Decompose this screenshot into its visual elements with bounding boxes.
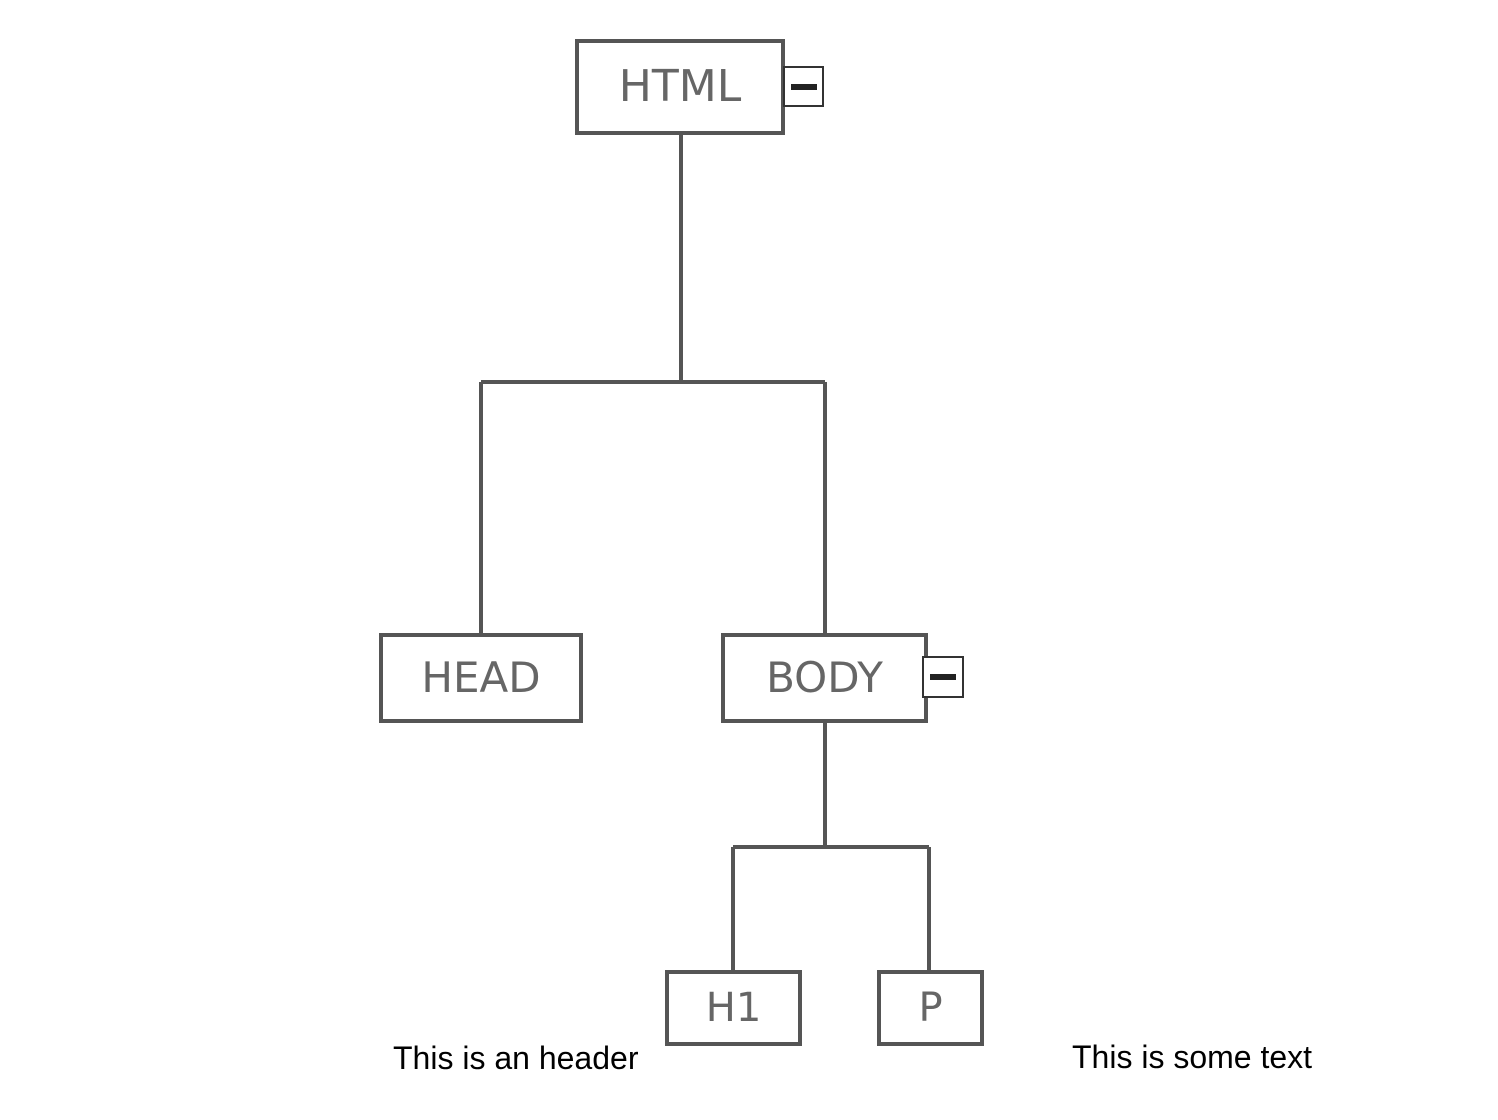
node-h1-label: H1 <box>705 985 762 1031</box>
node-p[interactable]: P <box>877 970 984 1046</box>
node-body[interactable]: BODY <box>721 633 928 723</box>
node-body-label: BODY <box>766 653 883 702</box>
minus-icon <box>790 83 817 90</box>
p-text-annotation: This is some text <box>1072 1039 1313 1075</box>
node-p-label: P <box>918 985 943 1031</box>
node-html[interactable]: HTML <box>575 39 785 135</box>
h1-text-annotation: This is an header <box>393 1040 639 1076</box>
collapse-body-toggle-icon[interactable] <box>922 656 964 698</box>
node-head[interactable]: HEAD <box>379 633 583 723</box>
node-head-label: HEAD <box>421 653 541 702</box>
minus-icon <box>930 674 956 680</box>
node-html-label: HTML <box>618 61 742 112</box>
node-h1[interactable]: H1 <box>665 970 802 1046</box>
collapse-html-toggle-icon[interactable] <box>783 66 824 107</box>
